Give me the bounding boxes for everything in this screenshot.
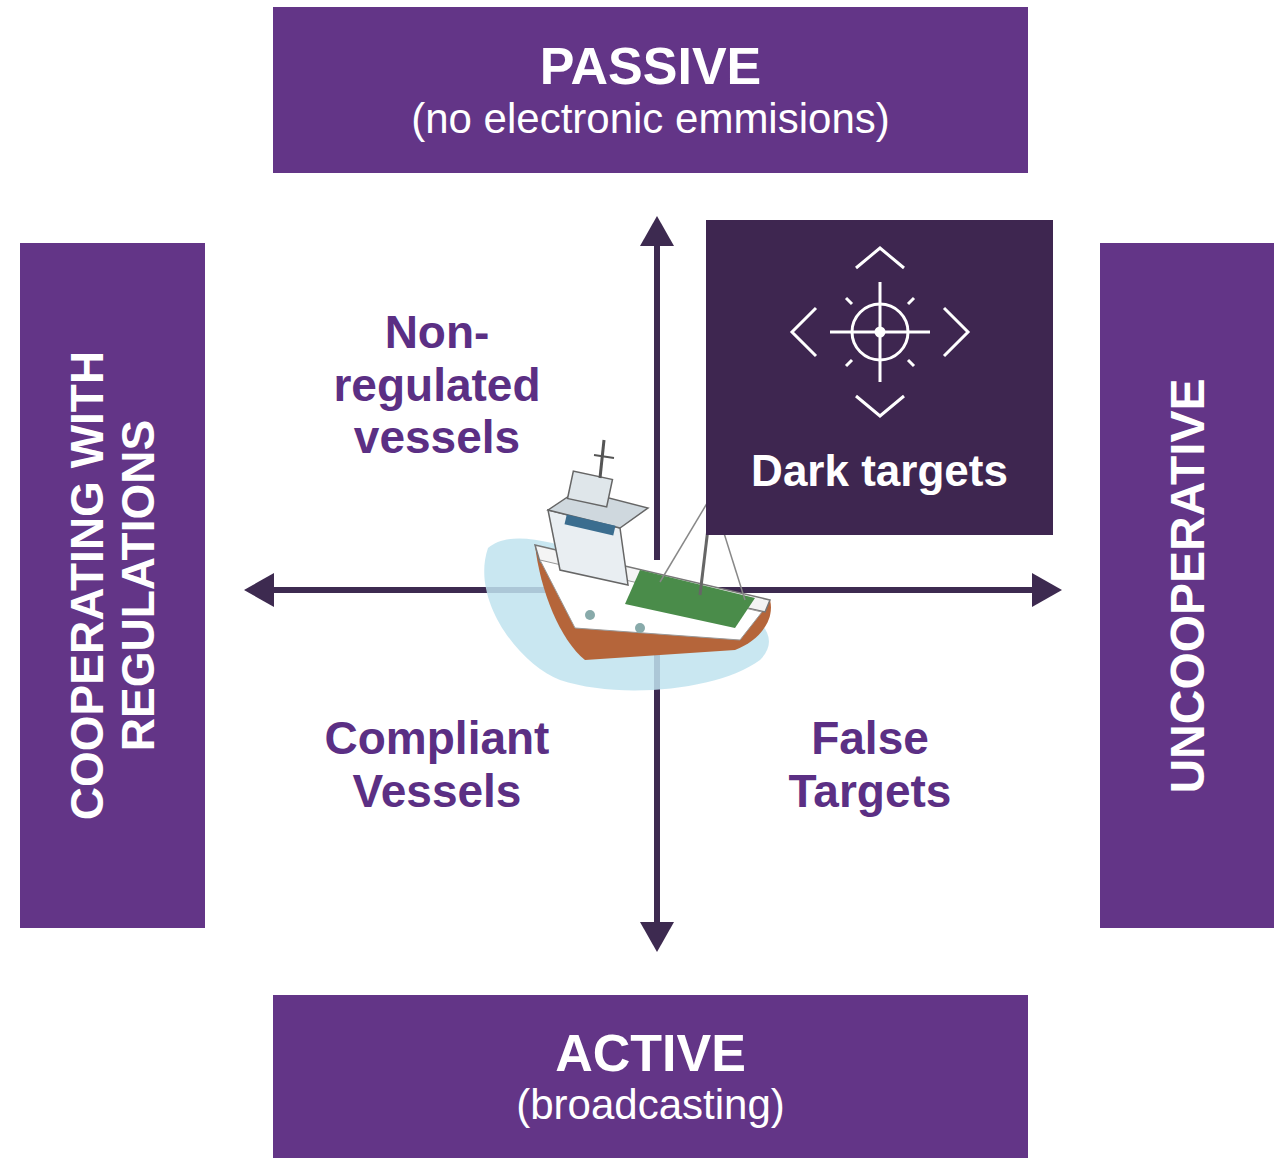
left-band: COOPERATING WITH REGULATIONS: [20, 243, 205, 928]
right-band: UNCOOPERATIVE: [1100, 243, 1274, 928]
quadrant-label: Non- regulated vessels: [312, 306, 562, 465]
band-heading: COOPERATING WITH REGULATIONS: [62, 286, 163, 886]
band-heading: ACTIVE: [555, 1025, 746, 1082]
quadrant-label: False Targets: [740, 712, 1000, 818]
rotated-text-holder: COOPERATING WITH REGULATIONS: [20, 243, 205, 928]
arrow-head: [640, 216, 674, 246]
quadrant-label: Compliant Vessels: [277, 712, 597, 818]
arrow-head: [244, 573, 274, 607]
arrow-head: [640, 922, 674, 952]
arrow-head: [1032, 573, 1062, 607]
band-subtext: (broadcasting): [516, 1082, 784, 1128]
top-band: PASSIVE(no electronic emmisions): [273, 7, 1028, 173]
axis-arrow: [654, 222, 660, 560]
band-heading: UNCOOPERATIVE: [1161, 266, 1214, 906]
dark-box: Dark targets: [706, 220, 1053, 535]
band-heading: Dark targets: [751, 447, 1008, 495]
rotated-text-holder: UNCOOPERATIVE: [1100, 243, 1274, 928]
bottom-band: ACTIVE(broadcasting): [273, 995, 1028, 1158]
band-heading: PASSIVE: [540, 38, 762, 95]
band-subtext: (no electronic emmisions): [411, 96, 890, 142]
